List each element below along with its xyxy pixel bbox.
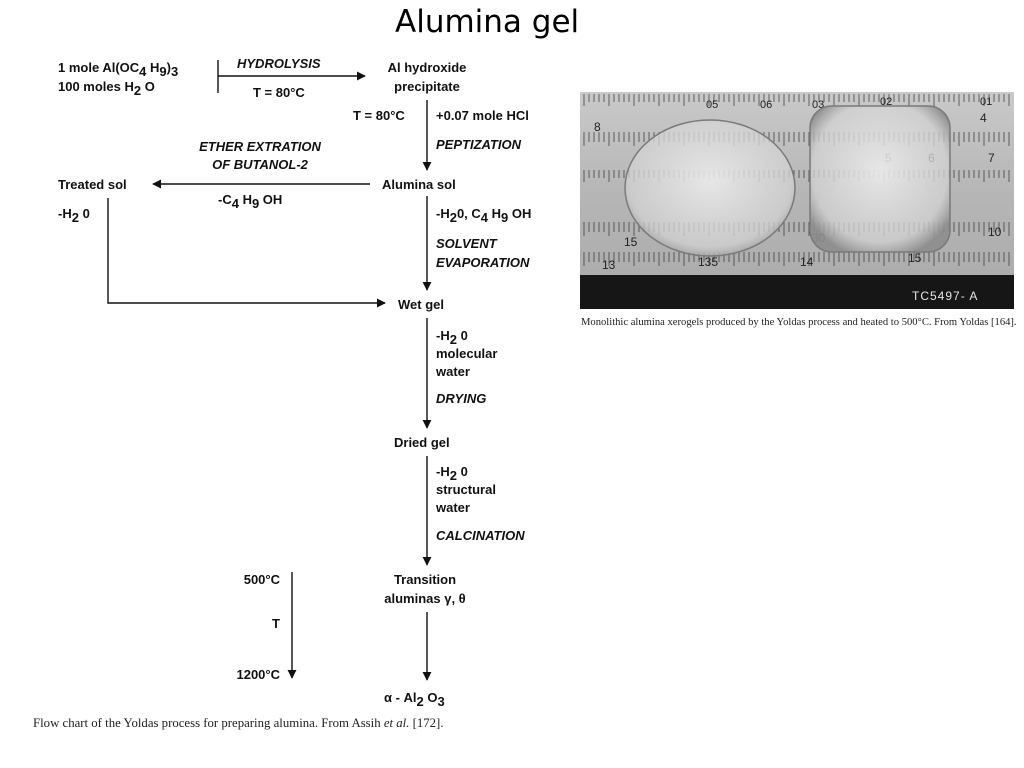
evaporation-removed: -H20, C4 H9 OH [436,206,531,225]
reactant-alkoxide: 1 mole Al(OC4 H9)3 [58,60,178,79]
final-product: α - Al2 O3 [384,690,445,709]
ruler-lowest-label-2: 135 [698,255,718,269]
ruler-top-label-2: 06 [760,99,772,111]
peptization-label: PEPTIZATION [436,137,522,152]
ruler-lowest-label-4: 15 [908,251,922,265]
dried-gel: Dried gel [394,435,450,450]
ruler-mid-label-1: 8 [594,120,601,134]
drying-line2: molecular [436,346,497,361]
ether-extraction-line2: OF BUTANOL-2 [212,157,309,172]
flowchart-caption: Flow chart of the Yoldas process for pre… [33,716,444,730]
peptization-acid: +0.07 mole HCl [436,108,529,123]
ruler-bottom-label-1: 15 [624,235,638,249]
transition-line1: Transition [394,572,456,587]
transition-line2: aluminas γ, θ [384,591,465,606]
ether-extraction-line1: ETHER EXTRATION [199,139,321,154]
temperature-end: 1200°C [236,667,280,682]
calcination-line3: water [435,500,470,515]
hydrolysis-temp: T = 80°C [253,85,305,100]
square-xerogel [809,105,951,253]
drying-label: DRYING [436,391,486,406]
ruler-mid-label-2: 7 [988,151,995,165]
photo-caption: Monolithic alumina xerogels produced by … [581,317,1017,328]
drying-removed: -H2 0 [436,328,468,347]
calcination-removed: -H2 0 [436,464,468,483]
ruler-top-label-1: 05 [706,99,718,111]
ruler-top-label-5: 01 [980,96,992,108]
temperature-label: T [272,616,280,631]
calcination-label: CALCINATION [436,528,525,543]
temperature-start: 500°C [244,572,281,587]
treated-sol-removed: -H2 0 [58,206,90,225]
ruler-top-label-4: 02 [880,96,892,108]
evaporation-label2: EVAPORATION [436,255,530,270]
peptization-temp: T = 80°C [353,108,405,123]
reactant-water: 100 moles H2 O [58,79,155,98]
yoldas-flowchart: 1 mole Al(OC4 H9)3 100 moles H2 O HYDROL… [58,56,531,709]
treated-sol-to-wet-gel-arrow [107,198,386,308]
ruler-bottom-label-3: 10 [988,225,1002,239]
alumina-sol: Alumina sol [382,177,456,192]
ether-removed: -C4 H9 OH [218,192,282,211]
xerogel-photo: 05 06 03 02 01 8 7 6 5 4 15 30 10 13 135… [580,92,1014,309]
evaporation-label1: SOLVENT [436,236,498,251]
hydrolysis-label: HYDROLYSIS [237,56,321,71]
photo-code: TC5497- A [912,289,978,303]
page-title: Alumina gel [395,4,580,40]
ruler-lowest-label-1: 13 [602,258,616,272]
ruler-lowest-label-3: 14 [800,255,814,269]
drying-line3: water [435,364,470,379]
treated-sol: Treated sol [58,177,127,192]
wet-gel: Wet gel [398,297,444,312]
precipitate-line1: Al hydroxide [388,60,467,75]
ruler-mid-label-5: 4 [980,111,987,125]
precipitate-line2: precipitate [394,79,460,94]
round-xerogel [624,119,796,257]
calcination-line2: structural [436,482,496,497]
